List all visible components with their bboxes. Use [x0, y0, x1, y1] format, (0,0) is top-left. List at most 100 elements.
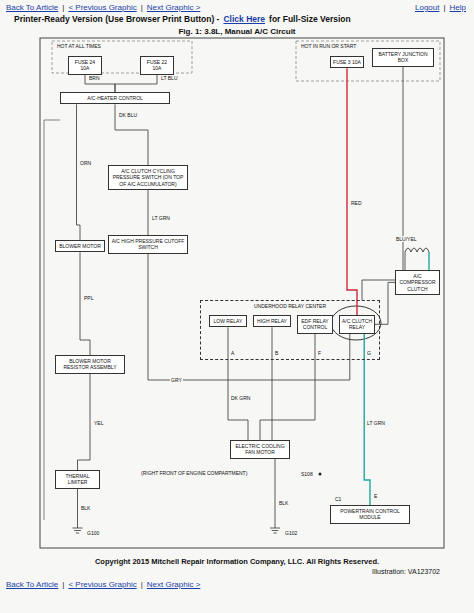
nav-link: Back To Article	[6, 580, 58, 589]
splice-dot	[319, 473, 322, 476]
wire-label: G102	[284, 530, 298, 536]
wire-connector	[260, 327, 272, 440]
nav-link: < Previous Graphic	[68, 3, 136, 12]
clutch-box: A/C COMPRESSOR CLUTCH	[395, 270, 440, 295]
resistor-box: BLOWER MOTOR RESISTOR ASSEMBLY	[55, 355, 125, 374]
fuse-box: FUSE 3 10A	[330, 56, 364, 68]
wire-label: LT BLU	[160, 75, 179, 81]
switch-box: A/C HIGH PRESSURE CUTOFF SWITCH	[108, 235, 188, 254]
wire-label: G100	[86, 530, 100, 536]
nav-link: < Previous Graphic	[68, 580, 136, 589]
fuse-block-outline	[296, 41, 440, 81]
wire-label: DK BLU	[118, 112, 138, 118]
module-box: POWERTRAIN CONTROL MODULE	[330, 505, 410, 524]
header-text: |	[141, 3, 143, 12]
relay-box: HIGH RELAY	[253, 315, 291, 327]
header-text: for Full-Size Version	[269, 14, 351, 24]
clutch-coil-symbol	[405, 248, 429, 252]
node-label: BATTERY JUNCTION BOX	[375, 51, 431, 64]
wire-label: YEL	[93, 420, 104, 426]
node-label: BLOWER MOTOR RESISTOR ASSEMBLY	[58, 358, 122, 371]
ground-symbol	[74, 530, 81, 531]
wire-label: C1	[334, 496, 342, 502]
node-label: ELECTRIC COOLING FAN MOTOR	[233, 443, 287, 456]
relay-box: A/C CLUTCH RELAY	[339, 315, 375, 334]
ground-symbol	[270, 528, 280, 529]
fuse-box: FUSE 24 10A	[68, 56, 102, 75]
node-label: FUSE 22 10A	[143, 59, 171, 72]
wire	[44, 120, 45, 520]
wire-connector	[228, 327, 248, 440]
wire-connector	[148, 254, 350, 381]
node-label: FUSE 24 10A	[71, 59, 99, 72]
ground-wire	[77, 489, 78, 529]
header-text: |	[141, 580, 143, 589]
coil-wire	[428, 252, 429, 270]
node-label: LOW RELAY	[212, 318, 244, 324]
wire-connector	[375, 282, 395, 324]
wire-label: F	[317, 350, 322, 356]
wire-label: BLU/YEL	[395, 236, 418, 242]
wire-label: DK GRN	[230, 395, 251, 401]
ground-symbol	[272, 530, 279, 531]
wire-label: BRN	[88, 75, 101, 81]
wire-label: ORN	[79, 160, 92, 166]
switch-box: A/C CLUTCH CYCLING PRESSURE SWITCH (ON T…	[108, 165, 188, 190]
text-row: Illustration: VA123702	[372, 568, 440, 575]
fuse-box: FUSE 22 10A	[140, 56, 174, 75]
ground-wire	[275, 459, 276, 529]
wire-label: GRY	[170, 377, 183, 383]
copyright-caption: Copyright 2015 Mitchell Repair Informati…	[0, 557, 474, 566]
wire-label: BLK	[278, 500, 289, 506]
header-text: |	[62, 580, 64, 589]
wire-connector	[148, 190, 149, 235]
relay-box: EDF RELAY CONTROL	[297, 315, 333, 334]
wire-connector	[272, 334, 315, 441]
wire-connector	[115, 75, 157, 93]
wire-connector	[77, 104, 81, 240]
text-row: Printer-Ready Version (Use Browser Print…	[14, 14, 351, 24]
wire-label: A	[230, 350, 235, 356]
wire-label: HOT IN RUN OR START	[300, 43, 357, 49]
coil-wire	[405, 252, 406, 270]
nav-link: Back To Article	[6, 3, 58, 12]
node-label: A/C CLUTCH CYCLING PRESSURE SWITCH (ON T…	[111, 168, 185, 187]
header-text: Illustration: VA123702	[372, 568, 440, 575]
text-row: Back To Article | < Previous Graphic | Next …	[6, 580, 200, 589]
wire-label: B	[274, 350, 279, 356]
relay-box: LOW RELAY	[209, 315, 247, 327]
wire-connector	[115, 104, 148, 165]
nav-link: Next Graphic >	[147, 580, 201, 589]
wire-label: (RIGHT FRONT OF ENGINE COMPARTMENT)	[140, 470, 248, 476]
relay-center: UNDERHOOD RELAY CENTER LOW RELAY HIGH RELA…	[200, 300, 380, 360]
wire-label: RED	[350, 200, 363, 206]
wire-connector	[85, 75, 115, 93]
wire-connector	[362, 67, 403, 301]
node-label: BLOWER MOTOR	[58, 243, 102, 249]
junction-box: BATTERY JUNCTION BOX	[372, 48, 434, 67]
node-label: A/C CLUTCH RELAY	[342, 318, 372, 331]
circled-relay	[331, 306, 381, 340]
wire-label: G	[366, 350, 372, 356]
node-label: THERMAL LIMITER	[58, 473, 97, 486]
node-label: FUSE 3 10A	[333, 59, 361, 65]
nav-link: Logout	[415, 3, 439, 12]
ground-symbol	[76, 533, 79, 534]
wire-connector	[78, 374, 91, 471]
motor-box: BLOWER MOTOR	[55, 240, 105, 252]
node-label: POWERTRAIN CONTROL MODULE	[333, 508, 407, 521]
header-text: |	[62, 3, 64, 12]
wire-label: HOT AT ALL TIMES	[56, 43, 102, 49]
wire-label: PPL	[83, 295, 94, 301]
nav-link: Click Here	[223, 14, 265, 24]
header-text: Printer-Ready Version (Use Browser Print…	[14, 14, 219, 24]
text-row: Logout|Help	[415, 3, 466, 12]
ground-symbol	[273, 533, 276, 534]
node-label: A/C HIGH PRESSURE CUTOFF SWITCH	[111, 238, 185, 251]
diagram-frame	[40, 38, 444, 548]
node-label: HIGH RELAY	[256, 318, 288, 324]
wire-connector	[80, 252, 90, 355]
wire-connector	[347, 68, 357, 315]
nav-link: Next Graphic >	[147, 3, 201, 12]
node-label: UNDERHOOD RELAY CENTER	[203, 303, 377, 309]
